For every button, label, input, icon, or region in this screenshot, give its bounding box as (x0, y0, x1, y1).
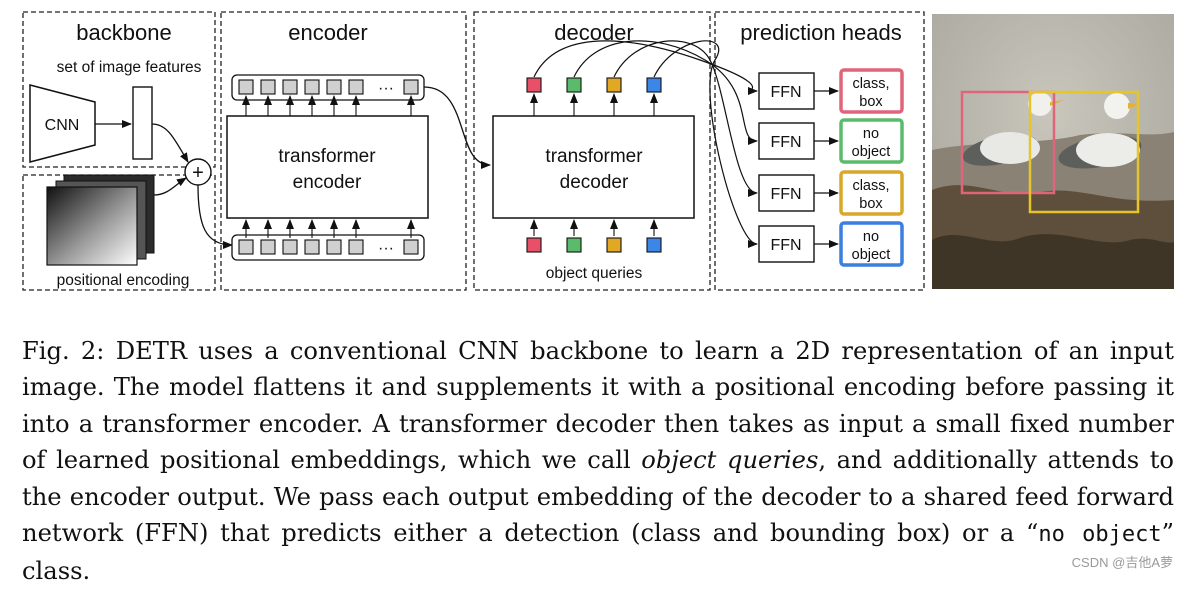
token-square (238, 239, 254, 255)
decoder-query-squares (526, 77, 662, 253)
object-query-square (606, 237, 622, 253)
cnn-block (29, 84, 96, 163)
object-query-square (566, 237, 582, 253)
detr-architecture-diagram: backbone encoder decoder prediction head… (22, 11, 1174, 291)
encoder-bottom-ellipsis: ··· (378, 240, 394, 257)
transformer-encoder-block (226, 115, 429, 219)
encoder-section (220, 11, 467, 291)
token-square (282, 79, 298, 95)
token-square (403, 239, 419, 255)
detection-box-yellow (1028, 90, 1140, 214)
token-square (326, 79, 342, 95)
query-to-ffn-arrow (653, 40, 758, 248)
encoder-input-tokens (231, 219, 425, 261)
caption-label: Fig. 2: (22, 337, 105, 365)
transformer-decoder-block (492, 115, 695, 219)
output-line2: object (852, 144, 891, 160)
ffn-label: FFN (770, 84, 801, 101)
output-line2: object (852, 247, 891, 263)
output-box (839, 170, 904, 216)
positional-encoding-label: positional encoding (57, 272, 190, 289)
token-square (260, 239, 276, 255)
caption-part1: DETR uses a conventional CNN backbone to… (22, 337, 1174, 475)
token-square (238, 79, 254, 95)
ffn-box (758, 225, 815, 263)
decoder-block-line1: transformer (545, 146, 643, 167)
object-query-square (526, 237, 542, 253)
ffn-box (758, 122, 815, 160)
plus-sign: + (192, 162, 204, 184)
output-line1: no (863, 126, 879, 142)
encoder-block-line1: transformer (278, 146, 376, 167)
caption-mono: no object (1038, 522, 1162, 548)
feature-map (132, 86, 153, 160)
heads-title: prediction heads (740, 20, 901, 45)
ffn-label: FFN (770, 134, 801, 151)
detection-box-red (960, 90, 1056, 195)
token-square (282, 239, 298, 255)
decoder-section (473, 11, 711, 291)
output-box (839, 221, 904, 267)
backbone-section (22, 11, 216, 168)
output-box (839, 68, 904, 114)
token-square (348, 239, 364, 255)
decoder-output-square (566, 77, 582, 93)
encoder-top-ellipsis: ··· (378, 80, 394, 97)
decoder-output-square (646, 77, 662, 93)
token-square (304, 239, 320, 255)
token-square (348, 79, 364, 95)
object-queries-label: object queries (546, 265, 643, 282)
output-line1: no (863, 229, 879, 245)
output-box (839, 118, 904, 164)
object-query-square (646, 237, 662, 253)
query-to-ffn-arrow (533, 40, 758, 95)
seagulls-photo (932, 14, 1174, 289)
query-to-ffn-arrow (573, 40, 758, 145)
encoder-output-tokens (231, 74, 425, 116)
decoder-output-square (606, 77, 622, 93)
watermark: CSDN @吉他A萝 (1071, 555, 1173, 570)
token-square (326, 239, 342, 255)
caption-part2: , and additionally attends to the encode… (22, 446, 1174, 548)
ffn-label: FFN (770, 186, 801, 203)
heads-section (714, 11, 925, 291)
ffn-box (758, 72, 815, 110)
output-line2: box (859, 94, 883, 110)
token-square (304, 79, 320, 95)
encoder-block-line2: encoder (293, 172, 362, 193)
backbone-title: backbone (76, 20, 171, 45)
positional-encoding-map (46, 186, 138, 266)
decoder-output-square (526, 77, 542, 93)
caption-part3: ” class. (22, 519, 1174, 586)
query-to-ffn-arrow (613, 40, 758, 197)
output-line1: class, (852, 76, 889, 92)
output-line2: box (859, 196, 883, 212)
decoder-block-line2: decoder (560, 172, 629, 193)
cnn-label: CNN (45, 117, 80, 134)
caption-italic: object queries (641, 446, 819, 475)
token-square (260, 79, 276, 95)
image-features-label: set of image features (57, 59, 202, 76)
encoder-title: encoder (288, 20, 368, 45)
figure-caption: Fig. 2: DETR uses a conventional CNN bac… (22, 333, 1174, 590)
ffn-label: FFN (770, 237, 801, 254)
token-square (403, 79, 419, 95)
output-line1: class, (852, 178, 889, 194)
